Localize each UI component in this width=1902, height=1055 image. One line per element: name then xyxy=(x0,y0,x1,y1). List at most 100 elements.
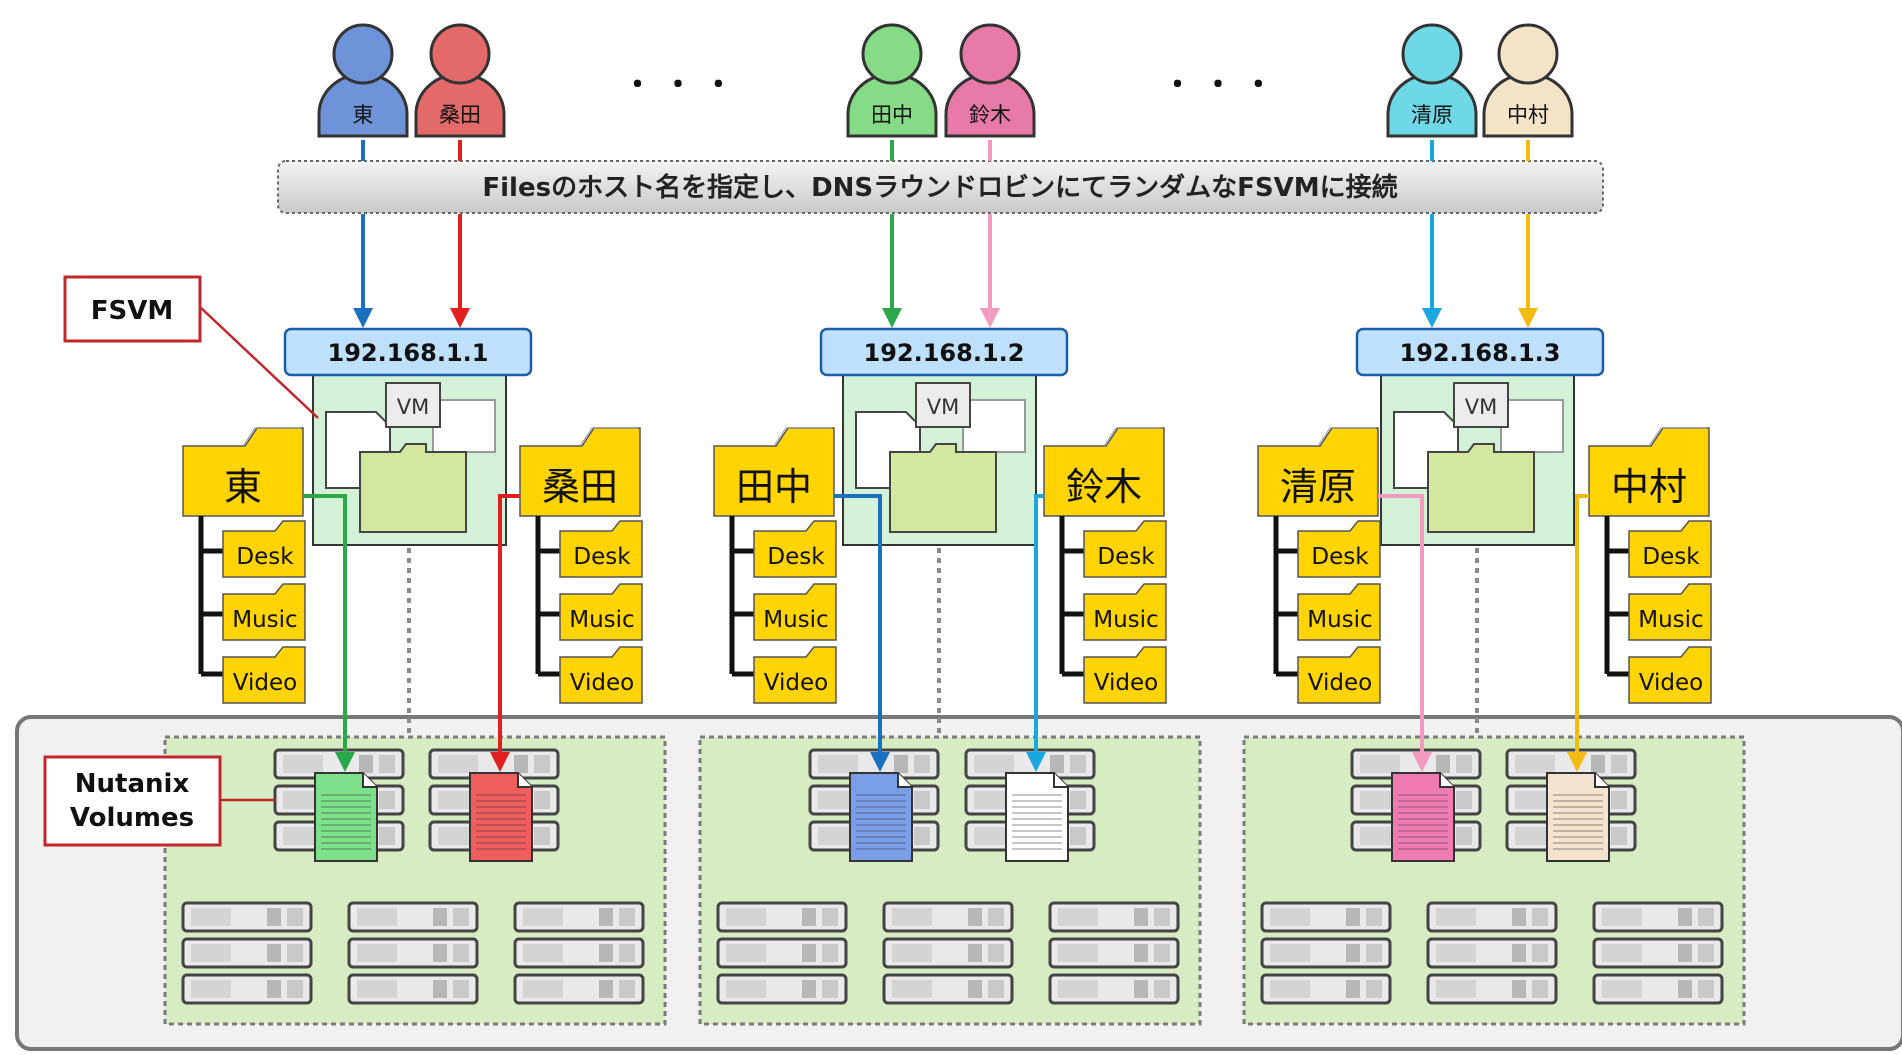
subfolder-label: Music xyxy=(569,607,634,633)
subfolder-icon: Music xyxy=(222,583,306,641)
user-name: 清原 xyxy=(1411,103,1453,127)
fsvm-node: VM xyxy=(312,372,507,546)
user-head xyxy=(959,23,1021,85)
subfolder-label: Video xyxy=(1308,670,1372,696)
subfolder-icon: Desk xyxy=(1297,520,1381,578)
server-stack-icon xyxy=(1048,901,1180,1005)
subfolder-icon: Video xyxy=(1297,646,1381,704)
share-volume-arrow xyxy=(1378,494,1432,772)
share-folder-label: 鈴木 xyxy=(1066,465,1142,509)
callout-box xyxy=(43,755,222,847)
user-icon: 東 xyxy=(317,23,409,138)
server-stack-icon xyxy=(513,901,645,1005)
document-icon xyxy=(849,772,913,862)
subfolder-icon: Desk xyxy=(222,520,306,578)
ellipsis-text: ・ ・ ・ xyxy=(1163,68,1274,103)
ip-address-box: 192.168.1.1 xyxy=(283,327,533,377)
subfolder-icon: Video xyxy=(1083,646,1167,704)
subfolder-label: Desk xyxy=(573,544,631,570)
image-icon xyxy=(432,399,496,453)
subfolder-label: Desk xyxy=(236,544,294,570)
subfolder-icon: Desk xyxy=(559,520,643,578)
ip-box xyxy=(819,327,1069,377)
callout-line xyxy=(199,306,319,419)
share-folder-icon: 東 xyxy=(182,427,304,517)
share-folder-label: 東 xyxy=(224,465,262,509)
share-folder-icon xyxy=(1427,443,1535,533)
share-folder-icon: 鈴木 xyxy=(1043,427,1165,517)
fsvm-node: VM xyxy=(842,372,1037,546)
ip-address: 192.168.1.1 xyxy=(328,339,489,367)
fsvm-callout: FSVM xyxy=(63,275,319,419)
subfolder-label: Music xyxy=(1093,607,1158,633)
ip-address: 192.168.1.3 xyxy=(1400,339,1561,367)
user-name: 田中 xyxy=(871,103,913,127)
ip-address-box: 192.168.1.3 xyxy=(1355,327,1605,377)
user-icon: 桑田 xyxy=(414,23,506,138)
server-stack-icon xyxy=(1426,901,1558,1005)
vm-icon xyxy=(385,382,441,428)
subfolder-icon: Music xyxy=(1628,583,1712,641)
user-name: 東 xyxy=(353,103,374,127)
user-head xyxy=(1497,23,1559,85)
volume-pools xyxy=(163,735,1746,1026)
share-volume-arrow xyxy=(1567,494,1589,772)
subfolder-icon: Video xyxy=(559,646,643,704)
fsvm-node: VM xyxy=(1380,372,1575,546)
share-folder-icon xyxy=(359,443,467,533)
subfolder-label: Video xyxy=(570,670,634,696)
subfolder-label: Desk xyxy=(767,544,825,570)
ip-address-box: 192.168.1.2 xyxy=(819,327,1069,377)
image-icon xyxy=(1500,399,1564,453)
share-folder-icon xyxy=(889,443,997,533)
share-folder-icon: 清原 xyxy=(1257,427,1379,517)
subfolder-icon: Video xyxy=(1628,646,1712,704)
vm-icon xyxy=(1453,382,1509,428)
share-folder-icon: 桑田 xyxy=(519,427,641,517)
share-folder-icon: 中村 xyxy=(1588,427,1710,517)
share-folder-label: 桑田 xyxy=(542,465,618,509)
vm-label: VM xyxy=(1465,395,1497,419)
subfolder-icon: Video xyxy=(222,646,306,704)
server-stack-icon xyxy=(1592,901,1724,1005)
subfolder-icon: Music xyxy=(1297,583,1381,641)
share-volume-arrow xyxy=(490,494,520,772)
user-head xyxy=(332,23,394,85)
users: 東 桑田田中 鈴木 清原 中村 xyxy=(317,23,1574,138)
ellipsis-text: ・ ・ ・ xyxy=(623,68,734,103)
ip-address: 192.168.1.2 xyxy=(864,339,1025,367)
user-name: 中村 xyxy=(1507,103,1549,127)
subfolder-icon: Desk xyxy=(1083,520,1167,578)
subfolder-label: Music xyxy=(763,607,828,633)
ip-box xyxy=(283,327,533,377)
user-icon: 鈴木 xyxy=(944,23,1036,138)
vm-icon xyxy=(915,382,971,428)
subfolder-label: Desk xyxy=(1097,544,1155,570)
share-volume-arrow xyxy=(1026,494,1046,772)
fsvm-callout-label: FSVM xyxy=(91,296,173,326)
share-volume-arrow xyxy=(834,494,890,772)
volumes-callout-line2: Volumes xyxy=(70,803,194,833)
user-head xyxy=(861,23,923,85)
server-stack-icon xyxy=(882,901,1014,1005)
vm-label: VM xyxy=(927,395,959,419)
server-stack-icon xyxy=(1260,901,1392,1005)
banner-text: Filesのホスト名を指定し、DNSラウンドロビンにてランダムなFSVMに接続 xyxy=(482,172,1397,203)
share-folder-label: 清原 xyxy=(1280,465,1356,509)
ip-box xyxy=(1355,327,1605,377)
user-name: 鈴木 xyxy=(969,103,1011,127)
subfolder-icon: Video xyxy=(753,646,837,704)
subfolder-icon: Desk xyxy=(1628,520,1712,578)
subfolder-label: Music xyxy=(1638,607,1703,633)
document-icon xyxy=(1391,772,1455,862)
share-volume-arrow xyxy=(303,494,355,772)
subfolder-label: Desk xyxy=(1311,544,1369,570)
document-icon xyxy=(314,772,378,862)
share-folder-icon: 田中 xyxy=(713,427,835,517)
